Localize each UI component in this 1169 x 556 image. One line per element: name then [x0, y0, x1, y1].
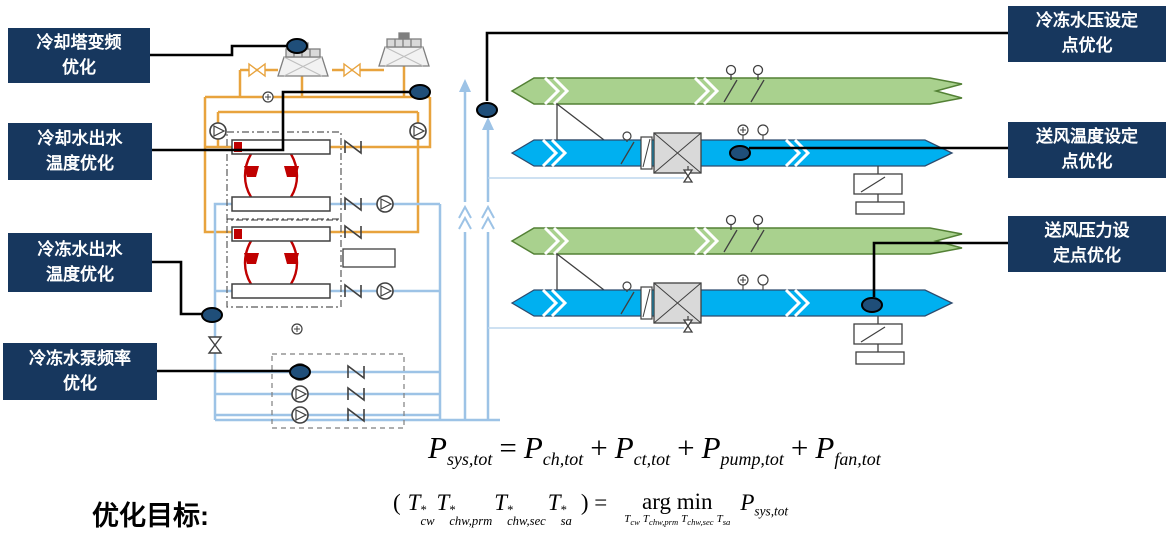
marker-chilled-water-pump-frequency — [289, 364, 311, 380]
connector-supply-air-pressure-setpoint — [872, 241, 1009, 297]
term-p-pump-tot: Ppump,tot — [701, 430, 784, 470]
term-p-sys-tot: Psys,tot — [428, 430, 493, 470]
secondary-pump-group-outline — [271, 353, 405, 429]
riser-arrow-icon — [459, 79, 471, 92]
callout-cooling-tower-vfd: 冷却塔变频 优化 — [8, 28, 150, 83]
chiller-2 — [226, 218, 342, 308]
callout-connectors — [150, 31, 1009, 373]
cooling-tower-2 — [378, 32, 430, 67]
riser-break-icon — [457, 202, 496, 232]
connector-chilled-water-outlet-temp — [152, 260, 203, 316]
gauge-icon — [291, 323, 303, 335]
expansion-tank — [342, 248, 396, 268]
term-p-ct-tot: Pct,tot — [614, 430, 671, 470]
connector-cooling-tower-vfd — [150, 44, 288, 57]
riser-arrow-icon — [482, 117, 494, 130]
connector-chilled-water-pressure-setpoint — [485, 31, 1009, 101]
connector-cooling-water-outlet-temp — [152, 90, 411, 152]
callout-cooling-water-outlet-temp: 冷却水出水 温度优化 — [8, 123, 152, 180]
marker-supply-air-temp-setpoint — [729, 145, 751, 161]
shutoff-valve-icon — [208, 336, 222, 354]
objective-label: 优化目标: — [92, 501, 209, 531]
condenser-water-piping — [203, 66, 432, 234]
cooling-tower-valve-icon — [248, 62, 361, 78]
callout-chilled-water-outlet-temp: 冷冻水出水 温度优化 — [8, 233, 152, 292]
chilled-water-piping — [213, 84, 500, 422]
total-power-equation: Psys,tot = Pch,tot + Pct,tot + Ppump,tot… — [428, 430, 881, 470]
callout-chilled-water-pump-frequency: 冷冻水泵频率 优化 — [3, 343, 157, 400]
marker-supply-air-pressure-setpoint — [861, 297, 883, 313]
primary-chw-pump-icon — [376, 282, 394, 300]
argmin-equation: ( T*cw T*chw,prm T*chw,sec T*sa ) = arg … — [393, 489, 789, 529]
primary-chw-pump-icon — [376, 195, 394, 213]
term-p-ch-tot: Pch,tot — [523, 430, 584, 470]
condenser-pump-icon — [409, 122, 427, 140]
term-p-fan-tot: Pfan,tot — [815, 430, 881, 470]
air-loop-2 — [486, 214, 964, 366]
marker-cooling-tower-vfd — [286, 38, 308, 54]
secondary-chw-pump-icon — [291, 385, 309, 403]
callout-supply-air-temp-setpoint: 送风温度设定 点优化 — [1008, 122, 1166, 178]
condenser-pump-icon — [209, 122, 227, 140]
gauge-icon — [262, 91, 274, 103]
callout-chilled-water-pressure-setpoint: 冷冻水压设定 点优化 — [1008, 6, 1166, 62]
term-p-sys-tot-rhs: Psys,tot — [740, 490, 789, 519]
var-t-chw-prm: T*chw,prm — [436, 490, 493, 529]
var-t-cw: T*cw — [407, 490, 435, 529]
marker-chilled-water-outlet-temp — [201, 307, 223, 323]
var-t-chw-sec: T*chw,sec — [494, 490, 546, 529]
chiller-plant — [203, 32, 500, 429]
marker-chilled-water-pressure-setpoint — [476, 102, 498, 118]
callout-supply-air-pressure-setpoint: 送风压力设 定点优化 — [1008, 216, 1166, 272]
air-loop-1 — [486, 64, 964, 216]
optimization-point-markers — [201, 38, 883, 380]
argmin-operator: arg min Tcw Tchw,prm Tchw,sec Tsa — [624, 489, 731, 528]
secondary-chw-pump-icon — [291, 406, 309, 424]
var-t-sa: T*sa — [547, 490, 572, 529]
marker-cooling-water-outlet-temp — [409, 84, 431, 100]
